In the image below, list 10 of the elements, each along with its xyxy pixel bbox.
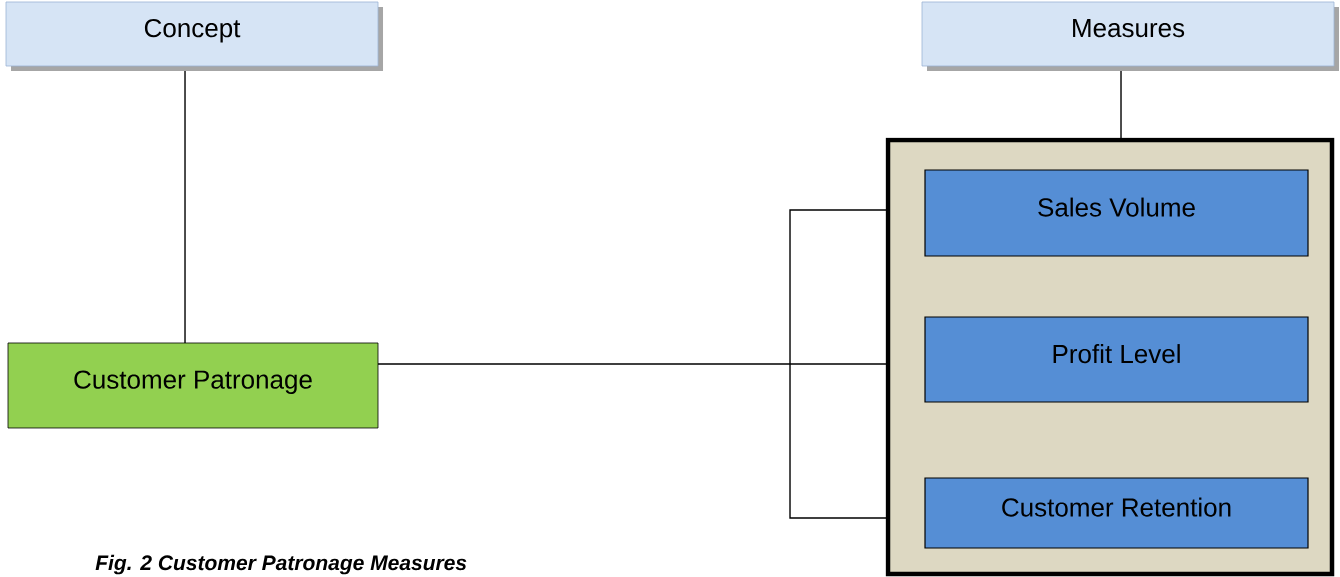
connector-line	[1120, 70, 1122, 141]
measure-box: Sales Volume	[924, 169, 1309, 257]
concept-box: Customer Patronage	[7, 342, 379, 429]
measure-box: Profit Level	[924, 316, 1309, 403]
connector-line	[184, 70, 186, 344]
caption: Fig. 2 Customer Patronage Measures	[95, 554, 467, 575]
connector-line	[377, 209, 887, 519]
heading-box: Concept	[5, 1, 383, 71]
measure-box: Customer Retention	[924, 477, 1309, 549]
heading-box: Measures	[921, 1, 1339, 71]
